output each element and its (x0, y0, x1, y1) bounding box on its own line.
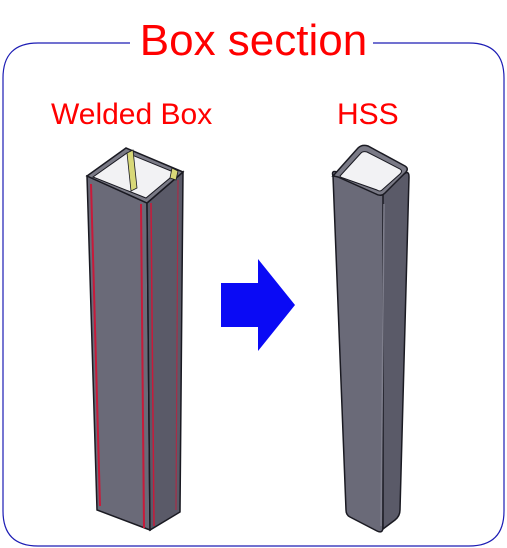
weld-seam-left (90, 183, 101, 507)
page-title: Box section (139, 16, 368, 65)
weld-seam-center-a (140, 203, 145, 529)
welded-box-inner-plate-right (169, 167, 179, 181)
welded-box-inner-plate-left (126, 149, 138, 192)
right-arrow-icon (221, 259, 295, 351)
welded-box-column (85, 147, 185, 532)
hss-side-face (382, 171, 410, 531)
hss-label: HSS (337, 98, 399, 131)
weld-seam-center-b (150, 202, 155, 527)
welded-box-label: Welded Box (51, 98, 213, 131)
frame-outline (2, 42, 505, 547)
hss-opening (339, 151, 402, 192)
weld-seam-right (175, 179, 179, 511)
hss-corner-highlight (380, 203, 385, 527)
hss-front-face (331, 170, 389, 533)
hss-column (331, 144, 410, 533)
